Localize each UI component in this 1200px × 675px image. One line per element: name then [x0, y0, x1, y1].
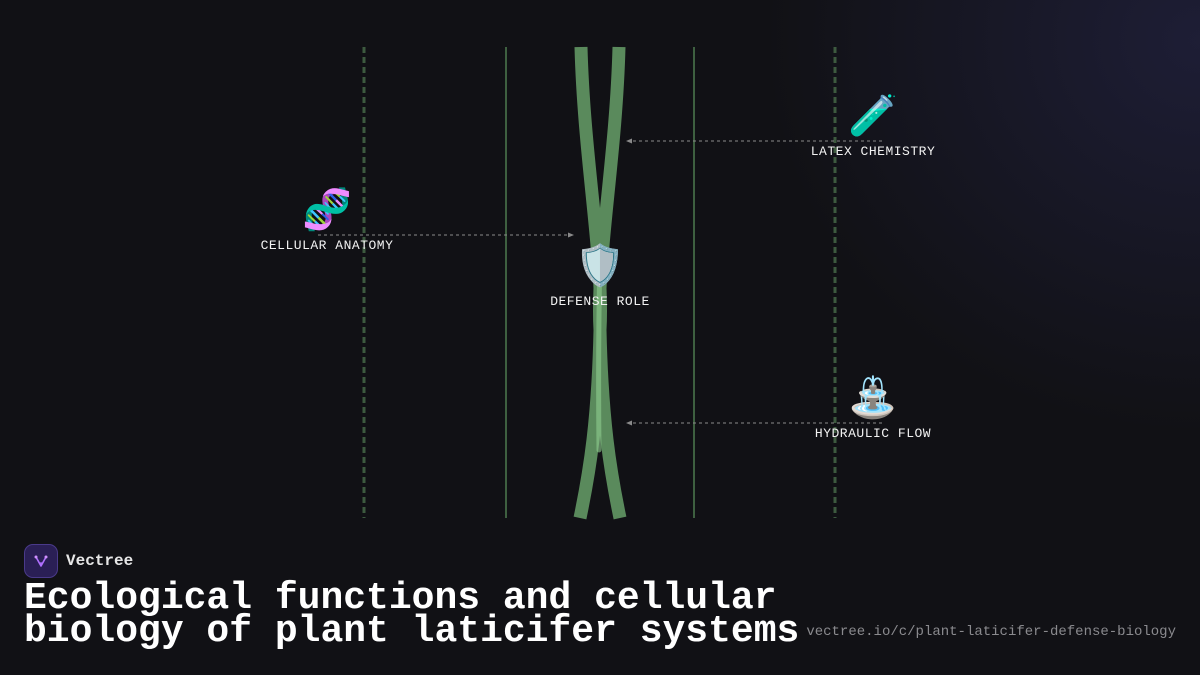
- node-defense-role: 🛡️ DEFENSE ROLE: [500, 242, 700, 309]
- shield-icon: 🛡️: [575, 243, 625, 289]
- node-latex-chemistry: 🧪 LATEX CHEMISTRY: [773, 92, 973, 159]
- arrowhead-cellular: [568, 232, 574, 238]
- brand-name: Vectree: [66, 552, 134, 570]
- stem-highlight: [596, 252, 603, 453]
- node-label: HYDRAULIC FLOW: [814, 426, 932, 441]
- node-cellular-anatomy: 🧬 CELLULAR ANATOMY: [227, 186, 427, 253]
- arrowhead-latex: [626, 138, 632, 144]
- fountain-icon: ⛲: [848, 375, 898, 421]
- vectree-logo-icon: [24, 544, 58, 578]
- dna-icon: 🧬: [302, 187, 352, 233]
- page-title: Ecological functions and cellular biolog…: [24, 577, 800, 653]
- test-tube-icon: 🧪: [848, 93, 898, 139]
- arrowhead-hydraulic: [626, 420, 632, 426]
- node-hydraulic-flow: ⛲ HYDRAULIC FLOW: [773, 374, 973, 441]
- node-label: LATEX CHEMISTRY: [810, 144, 936, 159]
- source-url[interactable]: vectree.io/c/plant-laticifer-defense-bio…: [806, 624, 1176, 640]
- node-label: DEFENSE ROLE: [550, 294, 650, 309]
- brand[interactable]: Vectree: [24, 544, 133, 578]
- node-label: CELLULAR ANATOMY: [260, 238, 394, 253]
